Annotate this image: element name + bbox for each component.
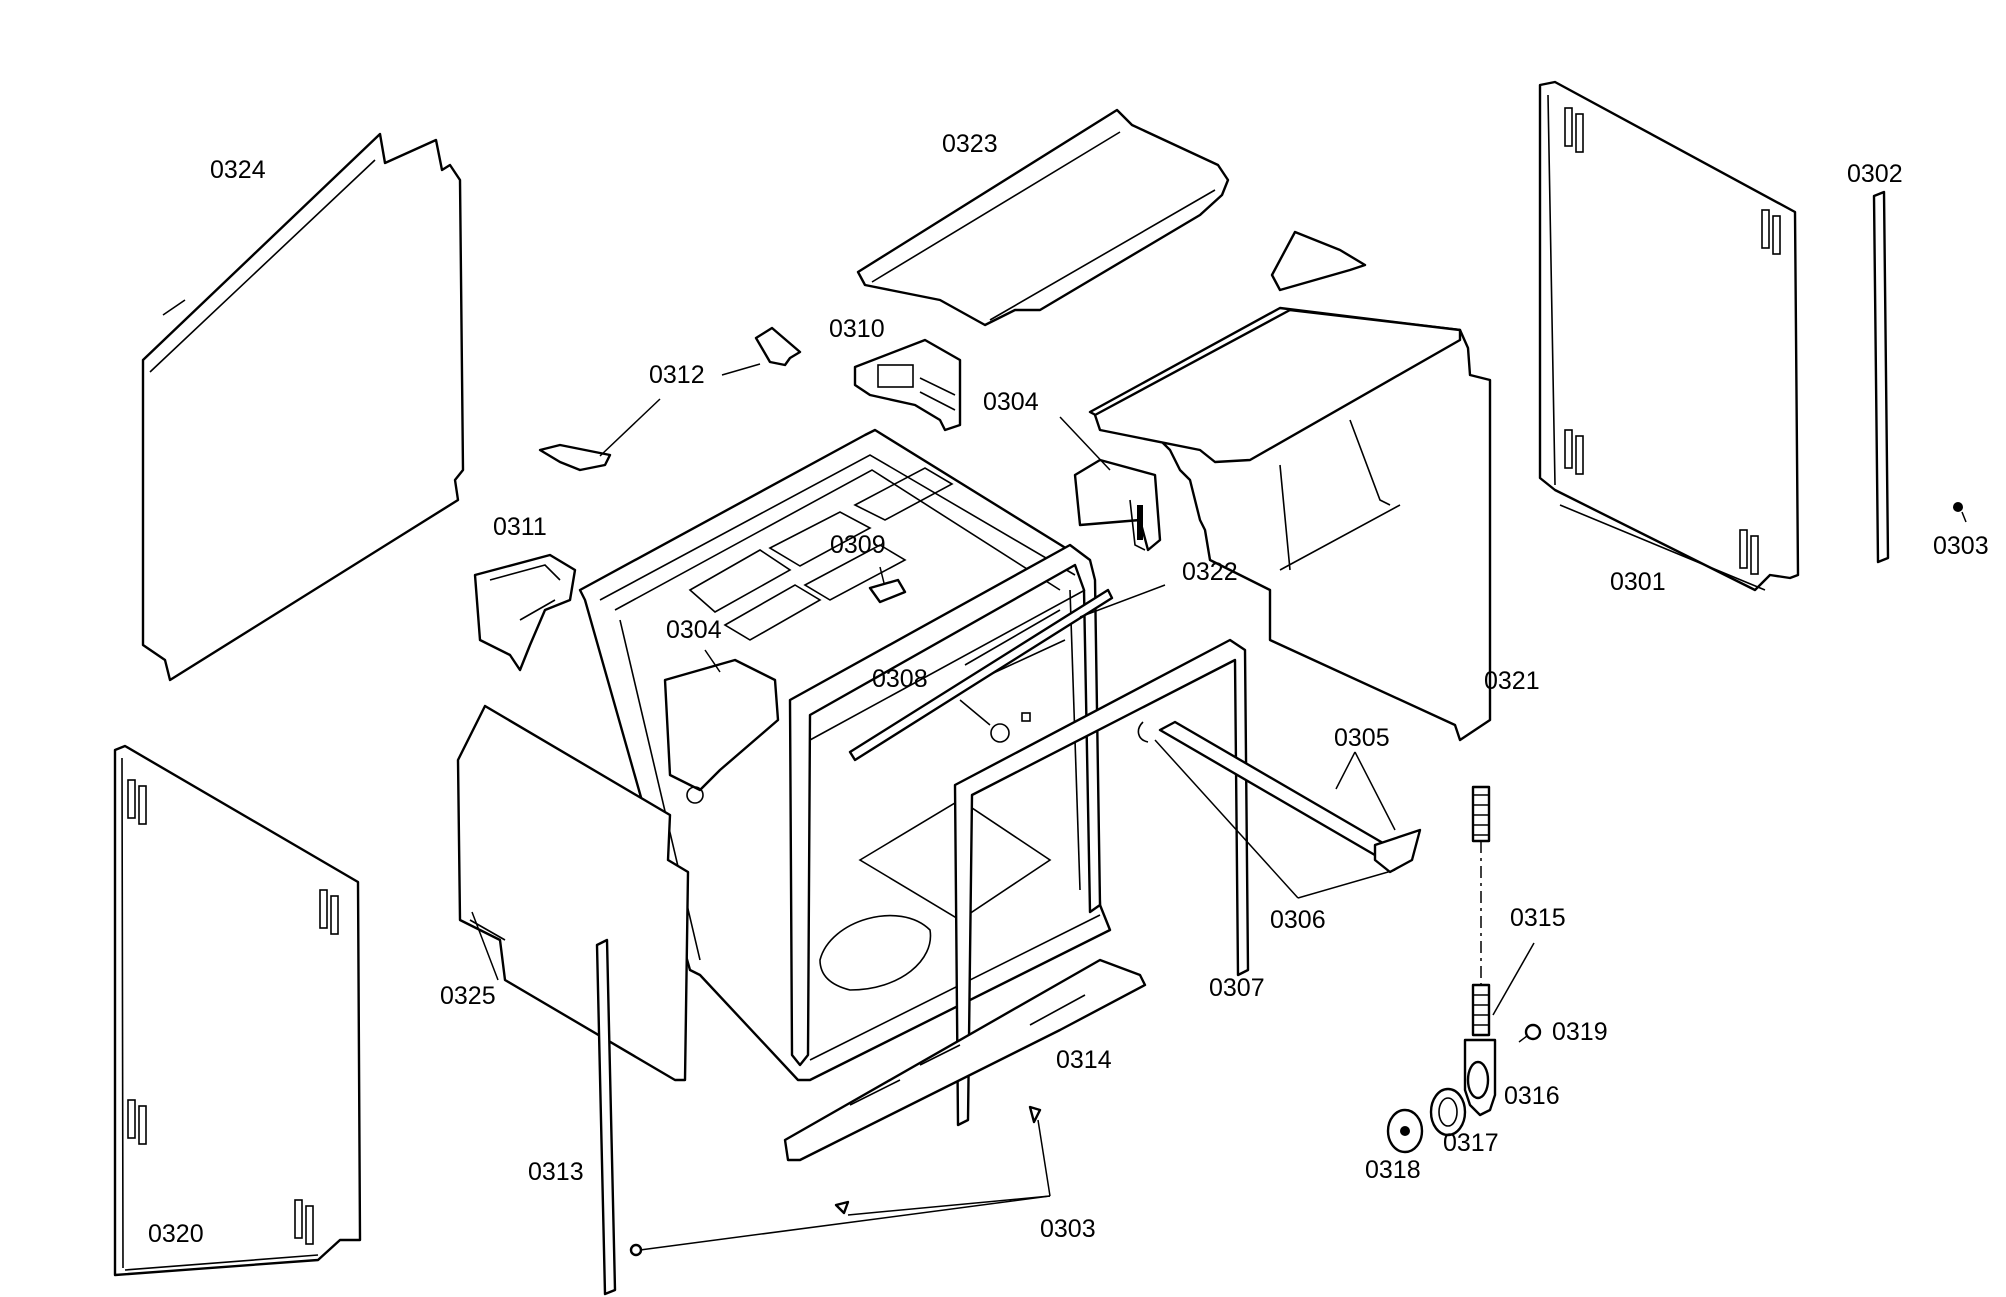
part-0321-inner-panel bbox=[1088, 230, 1492, 742]
part-0304-bracket-lower bbox=[663, 658, 780, 804]
label-0317: 0317 bbox=[1443, 1129, 1499, 1157]
part-0324-side-panel bbox=[141, 132, 465, 682]
part-0311-connector-block bbox=[473, 553, 577, 672]
label-0309: 0309 bbox=[830, 531, 886, 559]
part-0318-cap bbox=[1386, 1108, 1424, 1154]
label-0303-bottom: 0303 bbox=[1040, 1215, 1096, 1243]
label-0316: 0316 bbox=[1504, 1082, 1560, 1110]
part-0320-front-panel bbox=[113, 744, 362, 1277]
leader-lines bbox=[471, 363, 1535, 1251]
label-0318: 0318 bbox=[1365, 1156, 1421, 1184]
part-0303-screws-bottom bbox=[629, 1105, 1042, 1257]
label-0311: 0311 bbox=[493, 513, 547, 541]
label-0319: 0319 bbox=[1552, 1018, 1608, 1046]
part-tub bbox=[578, 428, 1112, 1082]
label-0305: 0305 bbox=[1334, 724, 1390, 752]
part-0308-door-frame bbox=[788, 543, 1102, 1067]
part-0313-strip bbox=[595, 938, 617, 1296]
part-0314-base-plate bbox=[783, 958, 1147, 1162]
label-0310: 0310 bbox=[829, 315, 885, 343]
part-0310-control-box bbox=[853, 338, 962, 432]
part-0303-screw-right bbox=[1953, 502, 1967, 523]
part-0315-hose bbox=[1471, 785, 1491, 1037]
label-0304-lower: 0304 bbox=[666, 616, 722, 644]
label-0322: 0322 bbox=[1182, 558, 1238, 586]
part-0304-bracket-top bbox=[1073, 458, 1162, 552]
label-0320: 0320 bbox=[148, 1220, 204, 1248]
part-0319-screw bbox=[1518, 1023, 1542, 1043]
part-0325-front-panel bbox=[456, 704, 690, 1082]
label-0308: 0308 bbox=[872, 665, 928, 693]
label-0303-right: 0303 bbox=[1933, 532, 1989, 560]
part-0323-top-plate bbox=[856, 108, 1230, 327]
label-0315: 0315 bbox=[1510, 904, 1566, 932]
part-0316-fitting bbox=[1463, 1038, 1497, 1117]
part-0322-rail bbox=[848, 588, 1114, 762]
label-0306: 0306 bbox=[1270, 906, 1326, 934]
label-0321: 0321 bbox=[1484, 667, 1540, 695]
label-0301: 0301 bbox=[1610, 568, 1666, 596]
label-0323: 0323 bbox=[942, 130, 998, 158]
label-0304-top: 0304 bbox=[983, 388, 1039, 416]
part-labels: 0324 0323 0302 0303 0301 0312 0310 0304 … bbox=[148, 130, 1989, 1248]
part-0305-rail bbox=[1137, 720, 1422, 874]
part-0301-right-panel bbox=[1538, 80, 1800, 592]
label-0314: 0314 bbox=[1056, 1046, 1112, 1074]
part-0317-ring bbox=[1429, 1087, 1467, 1137]
part-0302-trim-strip bbox=[1872, 190, 1890, 564]
part-0312-hinge-brackets bbox=[538, 326, 802, 472]
label-0307: 0307 bbox=[1209, 974, 1265, 1002]
label-0324: 0324 bbox=[210, 156, 266, 184]
part-0309-clip bbox=[868, 578, 907, 604]
part-0307-gasket bbox=[953, 638, 1250, 1127]
label-0312: 0312 bbox=[649, 361, 705, 389]
label-0302: 0302 bbox=[1847, 160, 1903, 188]
label-0325: 0325 bbox=[440, 982, 496, 1010]
label-0313: 0313 bbox=[528, 1158, 584, 1186]
